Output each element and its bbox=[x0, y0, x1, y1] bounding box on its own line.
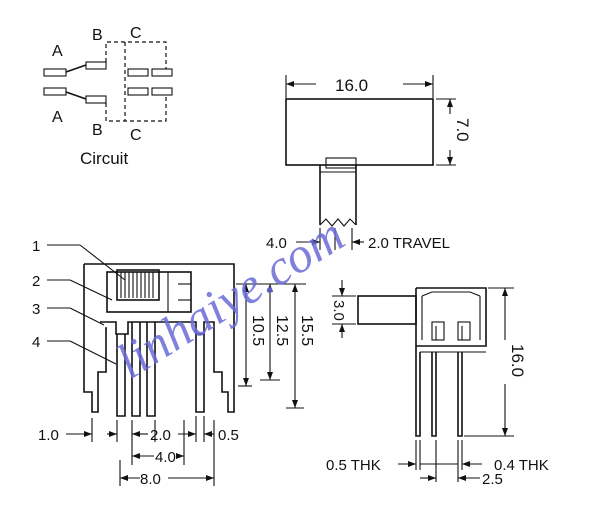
watermark: linhaiye.com bbox=[106, 206, 354, 390]
circuit-label-a-top: A bbox=[52, 43, 63, 60]
dim-travel: 2.0 TRAVEL bbox=[368, 235, 450, 252]
dim-8-0: 8.0 bbox=[140, 471, 161, 488]
dim-0-5-front: 0.5 bbox=[218, 427, 239, 444]
dim-2-0-front: 2.0 bbox=[150, 427, 171, 444]
callout-4: 4 bbox=[32, 334, 40, 351]
callout-3: 3 bbox=[32, 301, 40, 318]
dim-1-0: 1.0 bbox=[38, 427, 59, 444]
dim-4-0-top: 4.0 bbox=[266, 235, 287, 252]
dim-2-5: 2.5 bbox=[482, 471, 503, 488]
dim-16-0-top: 16.0 bbox=[335, 76, 368, 95]
circuit-label-b-top: B bbox=[92, 27, 103, 44]
dim-16-0-side: 16.0 bbox=[508, 344, 527, 377]
dim-10-5: 10.5 bbox=[249, 315, 266, 346]
actuator-ribs bbox=[120, 272, 154, 298]
side-view: 3.0 16.0 0.5 THK 0.4 THK 2.5 bbox=[326, 280, 549, 488]
dim-12-5: 12.5 bbox=[273, 315, 290, 346]
circuit-diagram: A B C A B C Circuit bbox=[43, 25, 173, 168]
circuit-label-a-bottom: A bbox=[52, 109, 63, 126]
front-view: 1 2 3 4 10.5 12.5 15.5 bbox=[32, 238, 315, 488]
dim-15-5: 15.5 bbox=[298, 315, 315, 346]
callout-1: 1 bbox=[32, 238, 40, 255]
dim-4-0-front: 4.0 bbox=[155, 449, 176, 466]
circuit-label-c-top: C bbox=[130, 25, 142, 42]
callout-2: 2 bbox=[32, 273, 40, 290]
dim-3-0: 3.0 bbox=[330, 300, 347, 321]
circuit-label-b-bottom: B bbox=[92, 122, 103, 139]
dim-7-0: 7.0 bbox=[453, 118, 472, 142]
dim-0-5-thk: 0.5 THK bbox=[326, 457, 381, 474]
circuit-caption: Circuit bbox=[80, 149, 128, 168]
top-view: 16.0 7.0 4.0 2.0 TRAVEL bbox=[266, 75, 472, 252]
dim-0-4-thk: 0.4 THK bbox=[494, 457, 549, 474]
circuit-label-c-bottom: C bbox=[130, 127, 142, 144]
